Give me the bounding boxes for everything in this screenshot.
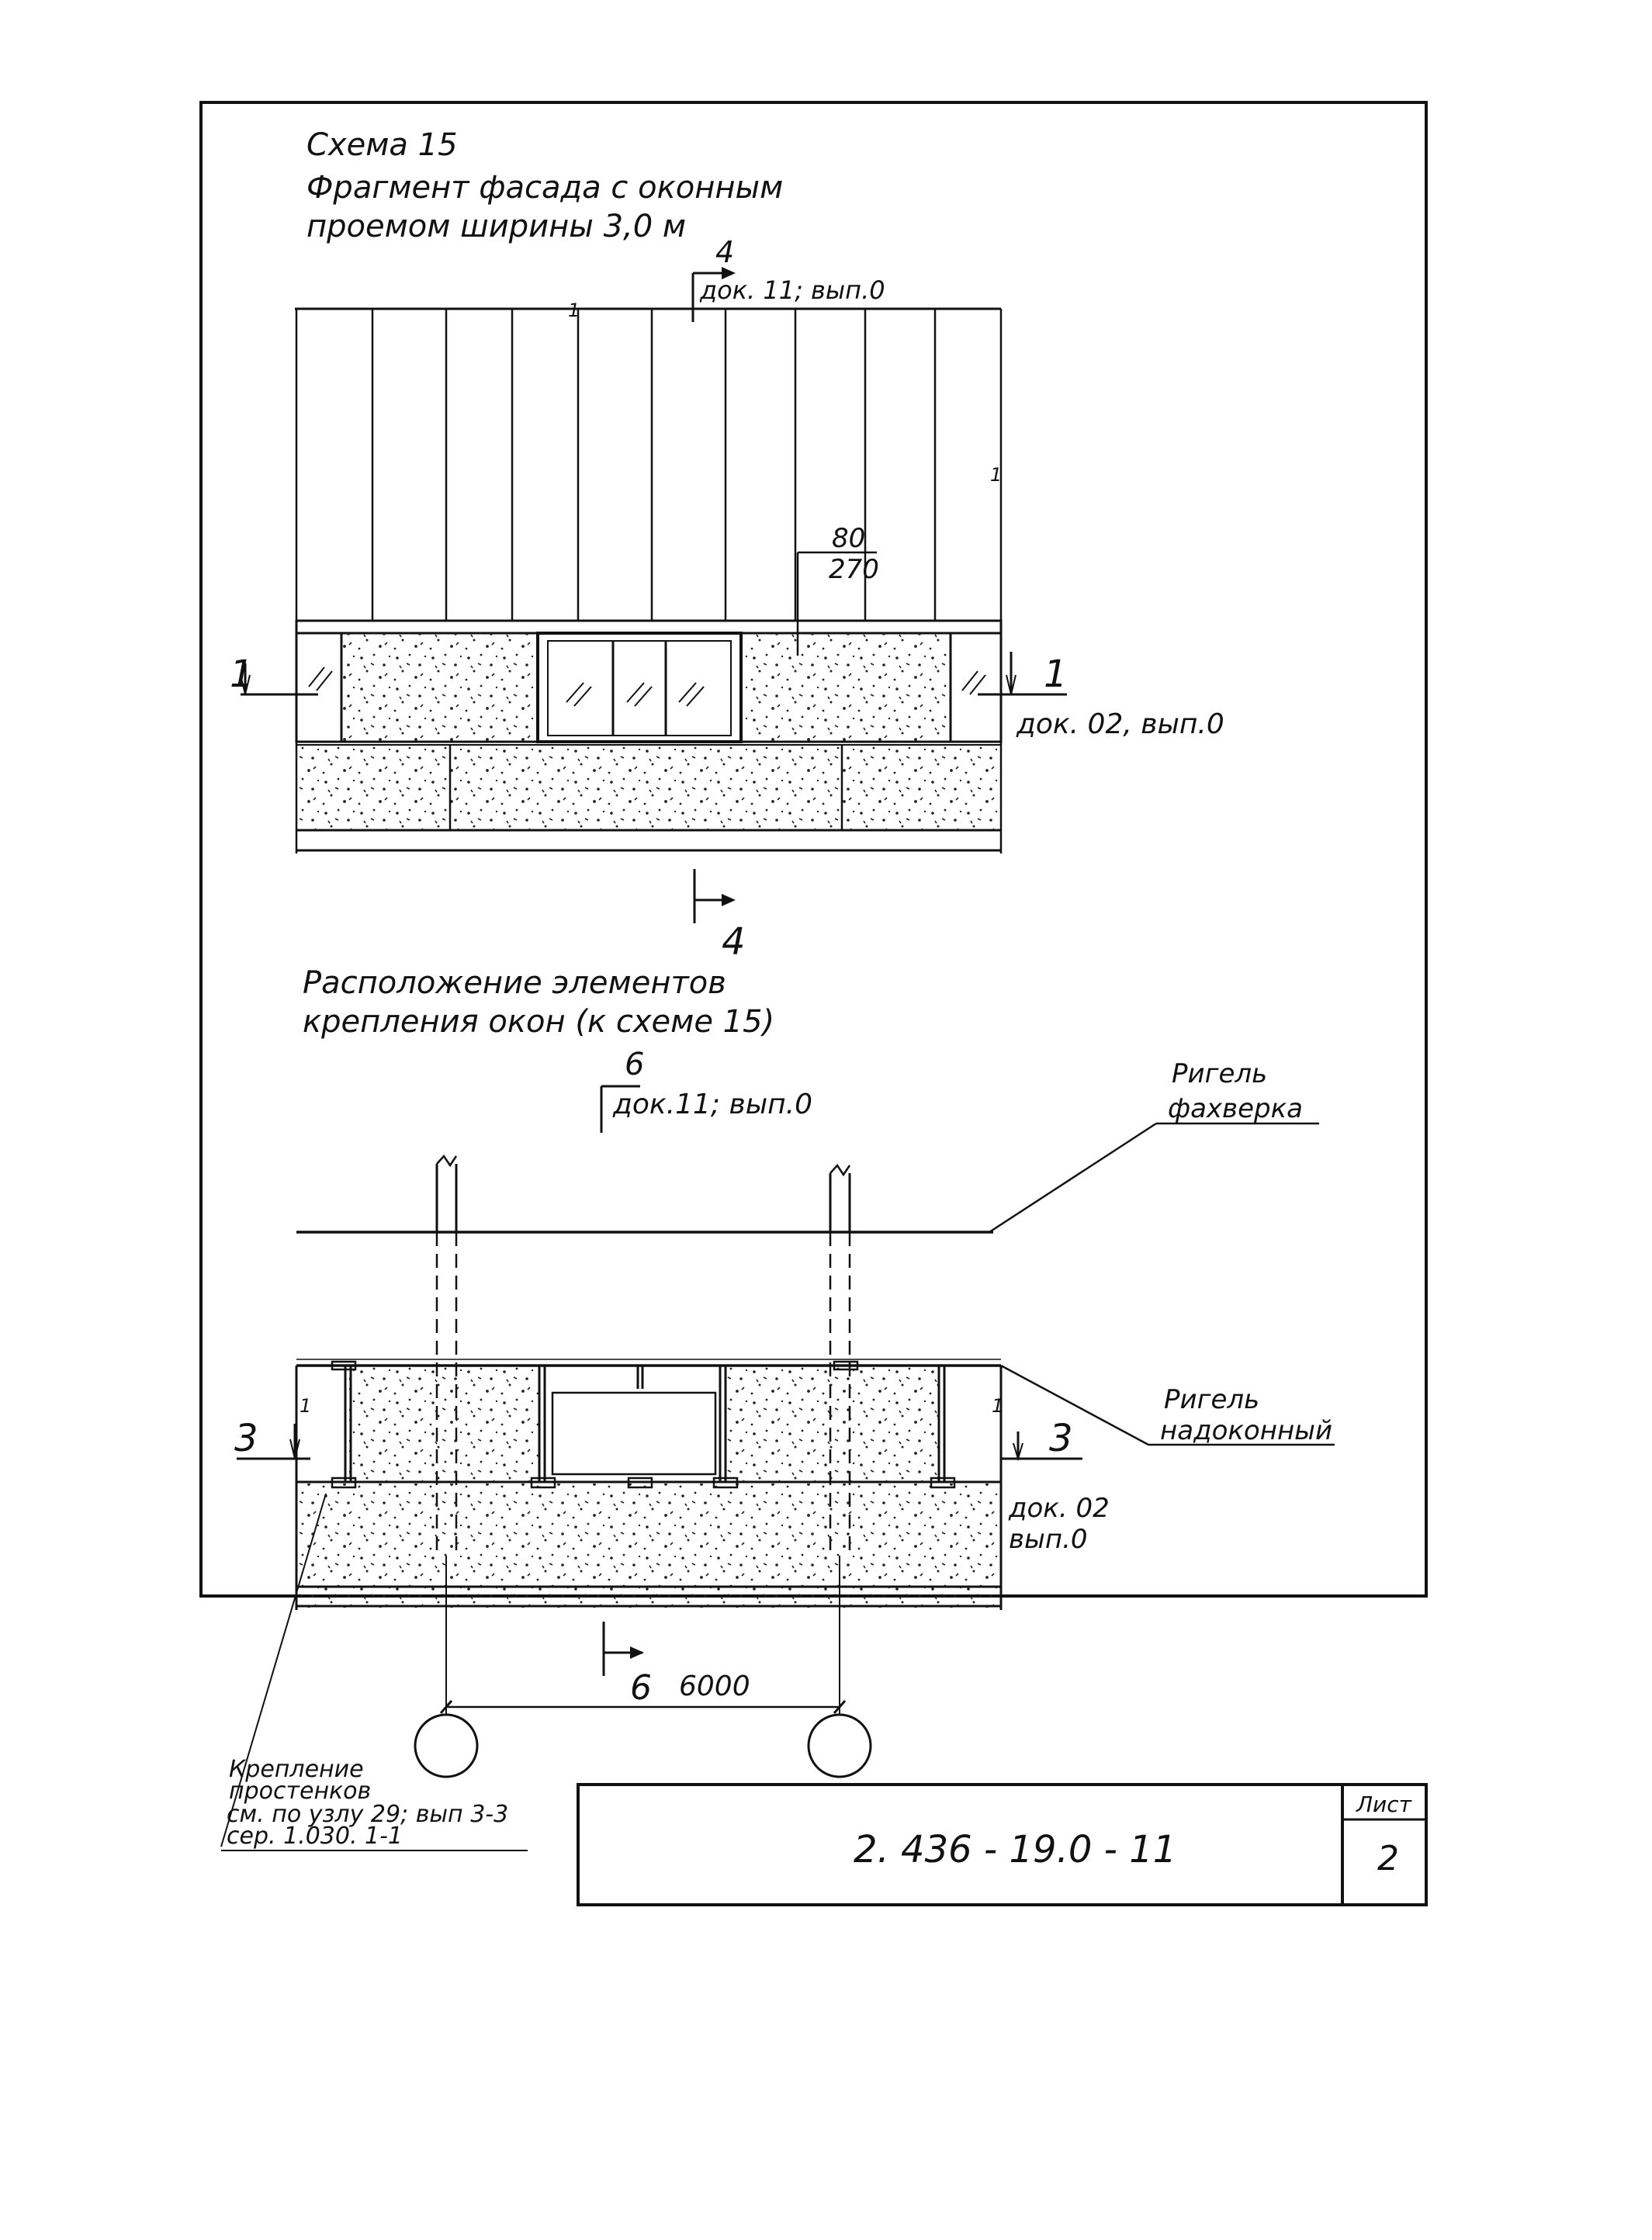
section-3-left: 3: [234, 1417, 258, 1460]
section-4-top-number: 4: [715, 235, 734, 269]
section-6-bottom-number: 6: [630, 1668, 652, 1708]
fastening-note: Крепление простенков см. по узлу 29; вып…: [220, 1493, 528, 1851]
section-3-ref-line1: док. 02: [1008, 1493, 1110, 1524]
scheme-title: Схема 15 Фрагмент фасада с оконным проем…: [307, 127, 783, 244]
rigel-nadokonny-label: Ригель надоконный: [1000, 1364, 1335, 1446]
fraction-label: 80 270: [796, 523, 879, 656]
fastening-note-line2: простенков: [229, 1778, 371, 1805]
section-mark-6-top: 6 док.11; вып.0: [600, 1047, 812, 1133]
section-mark-4-bottom: 4: [693, 869, 746, 964]
fastening-note-line1: Крепление: [229, 1756, 364, 1783]
rigel-fakhverka-line1: Ригель: [1172, 1058, 1267, 1089]
section-3-right: 3: [1049, 1417, 1073, 1460]
section-3-ref-line2: вып.0: [1009, 1524, 1088, 1555]
window-right: [949, 632, 1003, 743]
break-mark-right: 1: [990, 464, 1002, 486]
scheme-title-line2: Фрагмент фасада с оконным: [307, 170, 783, 206]
section-1-ref: док. 02, вып.0: [1016, 708, 1224, 740]
fastening-note-line4: сер. 1.030. 1-1: [227, 1823, 403, 1850]
dimension-6000: 6000: [414, 1556, 872, 1778]
fraction-bottom: 270: [829, 554, 879, 585]
rigel-fakhverka-label: Ригель фахверка: [989, 1058, 1319, 1234]
title-block: 2. 436 - 19.0 - 11 Лист 2: [577, 1783, 1428, 1906]
section-6-top-ref: док.11; вып.0: [612, 1089, 812, 1120]
fastening-note-line3: см. по узлу 29; вып 3-3: [227, 1801, 508, 1828]
rigel-nadokonny-line1: Ригель: [1164, 1384, 1259, 1415]
fastening-layout: 1 1: [295, 1154, 1003, 1610]
rigel-nadokonny-line2: надоконный: [1160, 1415, 1332, 1446]
scheme-title-line3: проемом ширины 3,0 м: [307, 209, 686, 244]
section-mark-3: 3 3 док. 02 вып.0: [234, 1417, 1110, 1555]
window-left: [295, 632, 343, 743]
dimension-value: 6000: [679, 1670, 750, 1702]
window-main: [536, 632, 743, 743]
section-mark-1: 1 1 док. 02, вып.0: [230, 652, 1224, 740]
section-4-bottom-number: 4: [722, 920, 746, 964]
break-mark-left1: 1: [300, 1395, 311, 1417]
axis-marker-right: [807, 1713, 872, 1778]
section-6-top-number: 6: [625, 1047, 644, 1082]
title-block-sheet-number: 2: [1377, 1839, 1399, 1878]
section-4-top-ref: док. 11; вып.0: [699, 275, 885, 305]
section-mark-4-top: 4 док. 11; вып.0: [691, 235, 885, 322]
layout-title: Расположение элементов крепления окон (к…: [303, 965, 774, 1040]
break-mark-top: 1: [568, 299, 580, 321]
title-block-code: 2. 436 - 19.0 - 11: [854, 1828, 1176, 1871]
rigel-fakhverka-line2: фахверка: [1168, 1093, 1303, 1124]
layout-title-line1: Расположение элементов: [303, 965, 726, 1001]
title-block-sheet-label: Лист: [1356, 1792, 1412, 1817]
section-mark-6-bottom: 6: [602, 1622, 652, 1708]
section-1-left: 1: [230, 653, 254, 696]
fraction-top: 80: [832, 523, 865, 554]
facade-elevation: 1 1 80 270: [295, 299, 1003, 853]
scheme-title-line1: Схема 15: [307, 127, 458, 163]
section-1-right: 1: [1044, 653, 1068, 696]
break-mark-right1: 1: [992, 1395, 1003, 1417]
axis-marker-left: [414, 1713, 479, 1778]
layout-title-line2: крепления окон (к схеме 15): [303, 1004, 774, 1040]
